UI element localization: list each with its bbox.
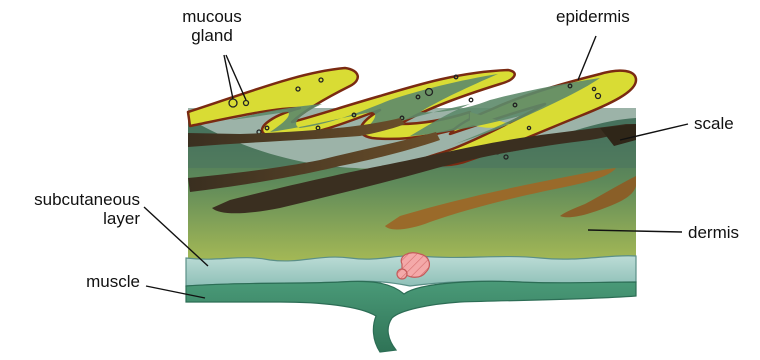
- muscle-layer: [186, 281, 636, 352]
- mucous-gland: [469, 98, 473, 102]
- label-subcutaneous-layer: subcutaneous layer: [4, 190, 140, 228]
- epidermis-leader: [578, 36, 596, 80]
- label-mucous-gland: mucous gland: [168, 7, 256, 45]
- label-scale: scale: [694, 114, 734, 133]
- label-dermis: dermis: [688, 223, 739, 242]
- label-muscle: muscle: [40, 272, 140, 291]
- label-epidermis: epidermis: [556, 7, 630, 26]
